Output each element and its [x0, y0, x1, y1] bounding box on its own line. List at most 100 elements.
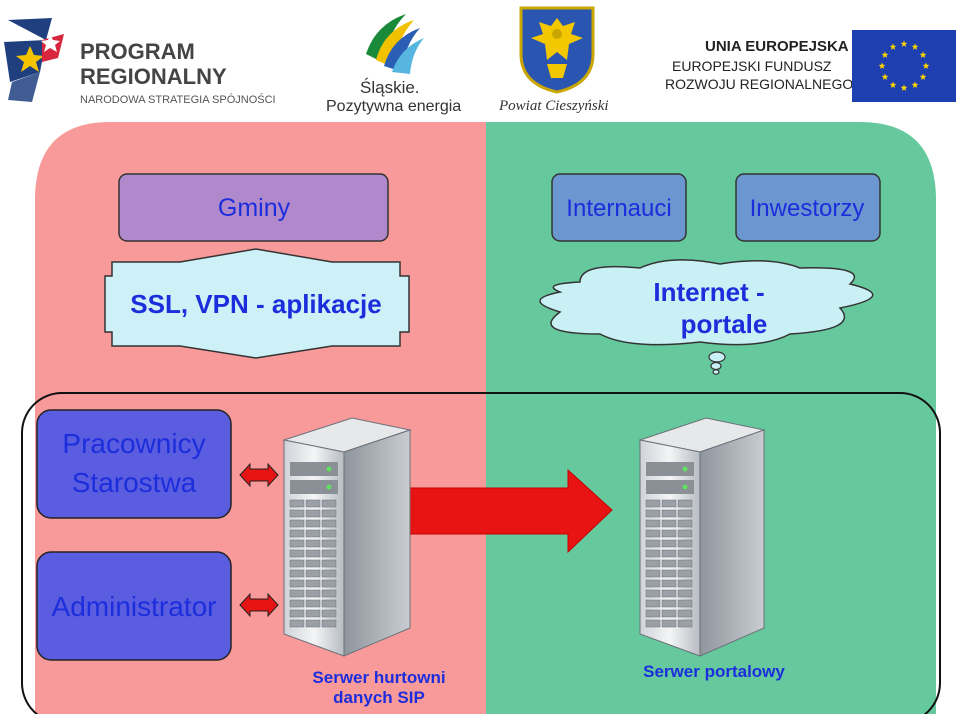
- program-regionalny-logo: PROGRAM REGIONALNY NARODOWA STRATEGIA SP…: [2, 12, 292, 112]
- slaskie-logo: Śląskie. Pozytywna energia: [322, 4, 462, 119]
- pracownicy-link-arrow: [239, 462, 279, 488]
- drive-bay-icon: [661, 619, 677, 628]
- drive-bay-icon: [289, 579, 305, 588]
- gminy-box: [118, 173, 389, 242]
- eu-star-icon: [900, 84, 908, 91]
- cloud-bubble-medium: [710, 361, 722, 371]
- eu-star-icon: [881, 51, 889, 58]
- drive-bay-icon: [321, 589, 337, 598]
- eu-flag-icon: [852, 30, 956, 102]
- drive-bay-icon: [645, 519, 661, 528]
- drive-bay-icon: [289, 599, 305, 608]
- program-line2: REGIONALNY: [80, 64, 227, 89]
- eu-star-icon: [889, 43, 897, 50]
- drive-bay-icon: [645, 569, 661, 578]
- drive-bay-icon: [289, 519, 305, 528]
- drive-bay-icon: [305, 599, 321, 608]
- drive-bay-icon: [677, 569, 693, 578]
- drive-bay-icon: [661, 599, 677, 608]
- drive-bay-icon: [677, 599, 693, 608]
- gminy-label: Gminy: [218, 194, 291, 222]
- drive-bay-icon: [305, 579, 321, 588]
- drive-bay-icon: [677, 579, 693, 588]
- server-sip-label-line1: Serwer hurtowni: [312, 668, 445, 687]
- drive-bay-icon: [321, 499, 337, 508]
- powiat-caption: Powiat Cieszyński: [499, 98, 609, 114]
- drive-bay-icon: [645, 559, 661, 568]
- eu-star-icon: [919, 51, 927, 58]
- drive-bay-icon: [321, 549, 337, 558]
- drive-bay-icon: [661, 589, 677, 598]
- replication-arrow: [397, 468, 613, 554]
- eu-star-icon: [911, 43, 919, 50]
- ssl-vpn-label: SSL, VPN - aplikacje: [130, 289, 381, 319]
- drive-bay-icon: [677, 539, 693, 548]
- drive-bay-icon: [677, 609, 693, 618]
- drive-bay-icon: [661, 539, 677, 548]
- drive-bay-icon: [321, 569, 337, 578]
- drive-bay-icon: [305, 539, 321, 548]
- drive-bay-icon: [661, 509, 677, 518]
- drive-bay-icon: [677, 519, 693, 528]
- drive-bay-icon: [645, 589, 661, 598]
- inwestorzy-box: [735, 173, 881, 242]
- drive-bay-icon: [321, 599, 337, 608]
- eu-star-icon: [922, 62, 930, 69]
- drive-bay-icon: [645, 539, 661, 548]
- powiat-logo: Powiat Cieszyński: [495, 4, 630, 124]
- pracownicy-label-line1: Pracownicy: [62, 428, 205, 459]
- slaskie-wave-icon: [366, 14, 424, 74]
- administrator-link-arrow: [239, 592, 279, 618]
- eu-star-icon: [911, 81, 919, 88]
- pracownicy-label-line2: Starostwa: [72, 467, 197, 498]
- pracownicy-box: [36, 409, 232, 519]
- drive-bay-icon: [289, 549, 305, 558]
- eu-star-icon: [881, 73, 889, 80]
- eu-star-icon: [900, 40, 908, 47]
- drive-bay-icon: [661, 569, 677, 578]
- internet-label-line1: Internet -: [653, 277, 764, 307]
- drive-bay-icon: [645, 619, 661, 628]
- eu-star-icon: [889, 81, 897, 88]
- drive-bay-icon: [289, 529, 305, 538]
- drive-bay-icon: [321, 579, 337, 588]
- drive-bay-icon: [321, 539, 337, 548]
- cloud-bubble-small: [712, 369, 720, 375]
- drive-bay-icon: [645, 549, 661, 558]
- eu-line1: UNIA EUROPEJSKA: [705, 38, 849, 55]
- drive-bay-icon: [677, 529, 693, 538]
- drive-bay-icon: [289, 539, 305, 548]
- drive-bay-icon: [677, 499, 693, 508]
- drive-bay-icon: [289, 569, 305, 578]
- coat-of-arms-icon: [519, 6, 595, 94]
- drive-bay-icon: [289, 609, 305, 618]
- drive-bay-icon: [645, 609, 661, 618]
- drive-bay-icon: [305, 589, 321, 598]
- drive-bay-icon: [305, 509, 321, 518]
- lower-frame: [21, 392, 941, 714]
- server-sip-icon: [282, 417, 412, 657]
- internet-cloud: [539, 259, 874, 346]
- inwestorzy-label: Inwestorzy: [750, 195, 865, 222]
- drive-bay-icon: [305, 519, 321, 528]
- internauci-box: [551, 173, 687, 242]
- drive-bay-icon: [321, 509, 337, 518]
- program-regionalny-emblem-icon: [4, 18, 64, 102]
- drive-bay-icon: [677, 549, 693, 558]
- drive-bay-icon: [661, 529, 677, 538]
- drive-bay-icon: [645, 599, 661, 608]
- server-portal-icon: [638, 417, 766, 657]
- eu-star-icon: [878, 62, 886, 69]
- drive-bay-icon: [661, 499, 677, 508]
- logo-bar: PROGRAM REGIONALNY NARODOWA STRATEGIA SP…: [0, 0, 959, 130]
- internet-label-line2: portale: [681, 309, 768, 339]
- drive-bay-icon: [305, 609, 321, 618]
- drive-bay-icon: [305, 619, 321, 628]
- drive-bay-icon: [289, 499, 305, 508]
- drive-bay-icon: [321, 529, 337, 538]
- drive-bay-icon: [677, 619, 693, 628]
- drive-bay-icon: [305, 559, 321, 568]
- drive-bay-icon: [305, 549, 321, 558]
- drive-bay-icon: [661, 559, 677, 568]
